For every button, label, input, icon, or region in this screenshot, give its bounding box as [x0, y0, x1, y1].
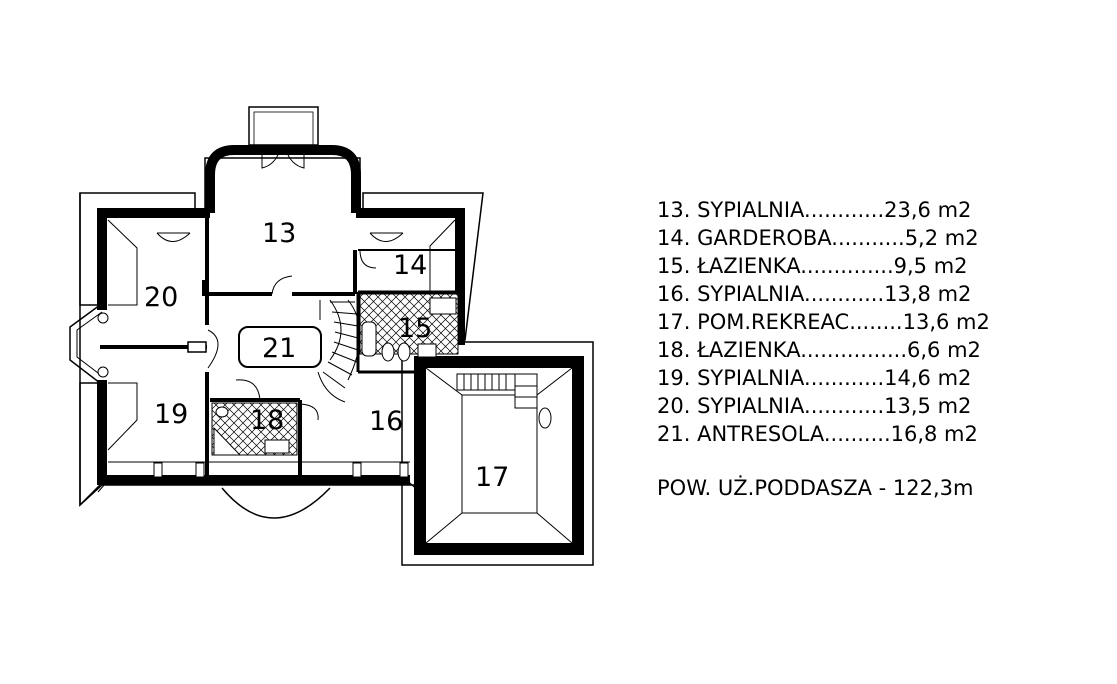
room-16-number: 16: [369, 406, 403, 437]
legend-room-13: 13. SYPIALNIA............23,6 m2: [657, 198, 972, 222]
balcony-inner: [253, 111, 314, 146]
wing-walls: [414, 356, 584, 555]
legend-room-20: 20. SYPIALNIA............13,5 m2: [657, 394, 972, 418]
roof-hip-lines: [97, 219, 573, 544]
doors: [156, 149, 404, 421]
legend-room-21: 21. ANTRESOLA..........16,8 m2: [657, 422, 978, 446]
legend-room-15: 15. ŁAZIENKA..............9,5 m2: [657, 254, 968, 278]
room-17-number: 17: [475, 462, 509, 493]
staircase: [317, 299, 361, 403]
bay-column: [97, 312, 109, 324]
room-15-number: 15: [398, 313, 432, 344]
total-area: POW. UŻ.PODDASZA - 122,3m: [657, 476, 974, 500]
bay-window: [69, 304, 101, 384]
antresola-box: [238, 326, 322, 368]
room-13-number: 13: [262, 218, 296, 249]
room-14-number: 14: [393, 250, 427, 281]
beam-end: [187, 341, 207, 353]
window-posts: [153, 462, 409, 478]
bay-window-inner: [76, 311, 103, 377]
roof-outline-left-low: [79, 382, 101, 507]
room-19-number: 19: [154, 399, 188, 430]
roof-outline-left: [79, 193, 98, 306]
roof-outline-wing: [401, 341, 594, 566]
room-21-number: 21: [262, 333, 296, 364]
exterior-walls: [97, 145, 465, 485]
bathroom-15-fixtures: [361, 297, 457, 362]
room-20-number: 20: [144, 282, 178, 313]
legend-room-18: 18. ŁAZIENKA................6,6 m2: [657, 338, 981, 362]
legend-room-16: 16. SYPIALNIA............13,8 m2: [657, 282, 972, 306]
legend-room-19: 19. SYPIALNIA............14,6 m2: [657, 366, 972, 390]
floor-plan: 13 14 15 16 17 18 19 20 21: [69, 106, 594, 566]
room-legend: 13. SYPIALNIA............23,6 m2 14. GAR…: [657, 196, 1097, 502]
legend-room-17: 17. POM.REKREAC........13,6 m2: [657, 310, 990, 334]
bathroom-18-fixtures: [213, 406, 290, 456]
balcony: [248, 106, 319, 146]
bay-column: [97, 366, 109, 378]
room-18-number: 18: [250, 405, 284, 436]
terrace-arc: [221, 487, 331, 519]
legend-room-14: 14. GARDEROBA...........5,2 m2: [657, 226, 979, 250]
attic-stair: [456, 373, 552, 429]
